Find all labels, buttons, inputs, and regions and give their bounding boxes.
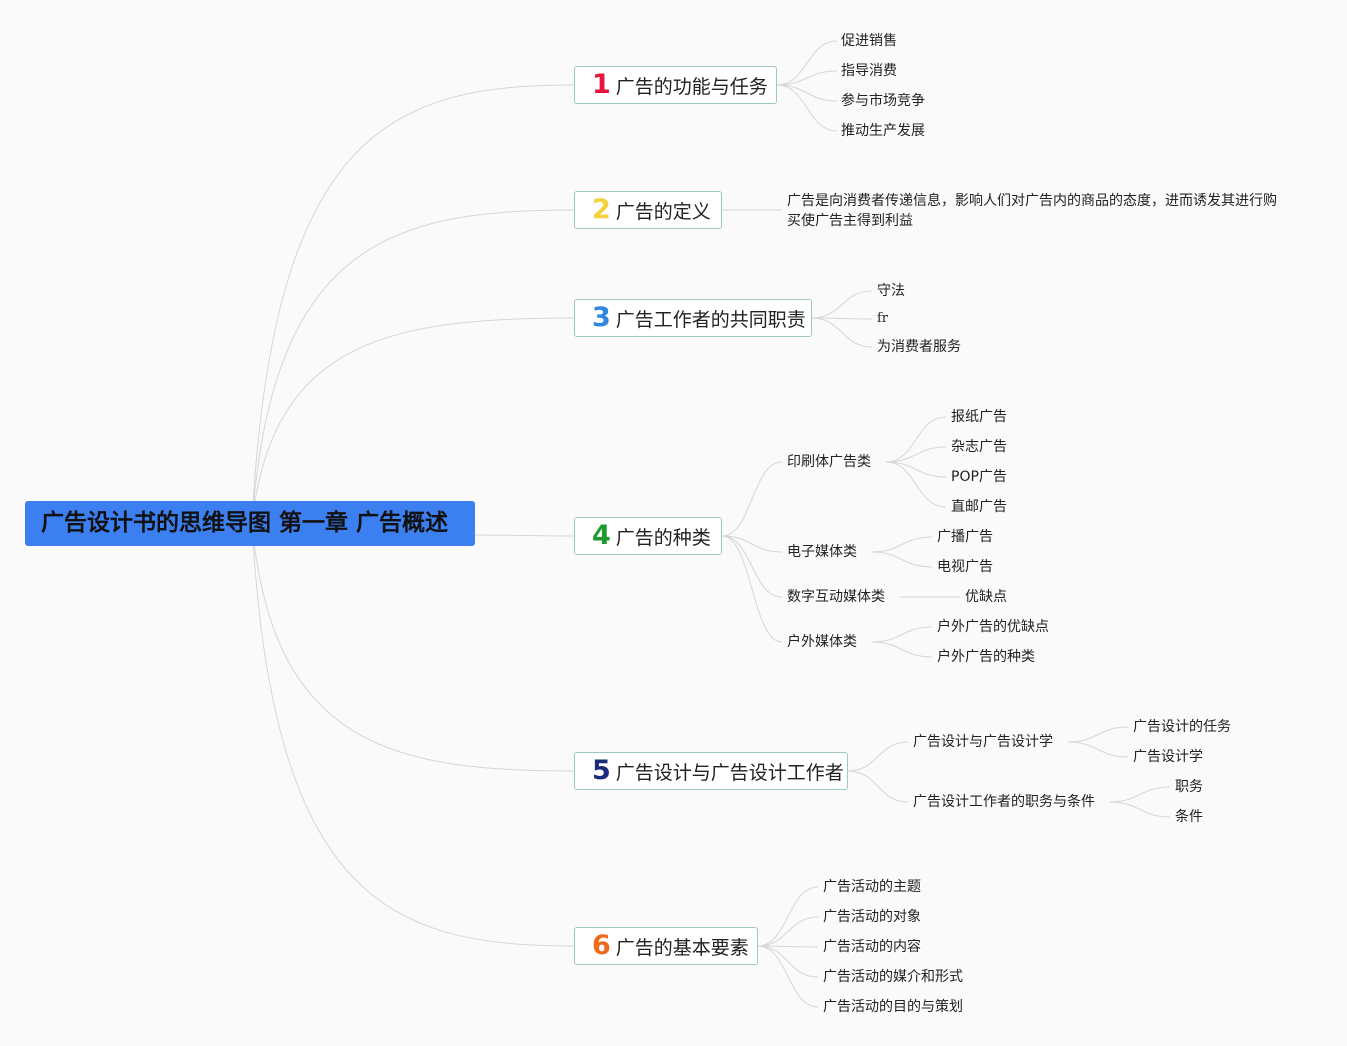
connector-line — [871, 551, 933, 568]
root-connector-line — [251, 522, 575, 772]
connector-line — [776, 70, 838, 86]
connector-line — [776, 84, 838, 102]
leaf-topic[interactable]: 优缺点 — [965, 589, 1007, 605]
leaf-topic[interactable]: 推动生产发展 — [841, 123, 925, 139]
leaf-topic[interactable]: fr — [877, 311, 889, 326]
subtopic[interactable]: 数字互动媒体类 — [787, 589, 885, 605]
leaf-topic[interactable]: 为消费者服务 — [877, 339, 961, 355]
leaf-topic[interactable]: 广告活动的媒介和形式 — [823, 969, 963, 985]
connector-line — [757, 945, 819, 1008]
connector-line — [776, 84, 838, 132]
leaf-topic[interactable]: 广播广告 — [937, 529, 993, 545]
leaf-topic[interactable]: 户外广告的种类 — [937, 649, 1035, 665]
root-connector-line — [251, 522, 575, 947]
connector-line — [757, 945, 819, 978]
root-topic[interactable]: 广告设计书的思维导图 第一章 广告概述 — [25, 501, 475, 546]
subtopic[interactable]: 广告设计工作者的职务与条件 — [913, 794, 1095, 810]
connector-line — [847, 770, 909, 803]
branch-label: 广告的定义 — [615, 200, 711, 223]
connector-line — [885, 461, 947, 508]
connector-line — [721, 535, 783, 598]
branch-number-6: 6 — [592, 930, 611, 961]
connector-line — [757, 916, 819, 947]
branch-label: 广告工作者的共同职责 — [615, 308, 806, 331]
connector-line — [871, 536, 933, 553]
connector-line — [811, 317, 873, 320]
branch-label: 广告的功能与任务 — [615, 75, 768, 98]
leaf-topic[interactable]: 广告活动的主题 — [823, 879, 921, 895]
leaf-topic[interactable]: 职务 — [1175, 779, 1203, 795]
connector-line — [847, 741, 909, 772]
branch-number-1: 1 — [592, 69, 611, 100]
leaf-topic[interactable]: 电视广告 — [937, 559, 993, 575]
subtopic[interactable]: 广告设计与广告设计学 — [913, 734, 1053, 750]
root-connector-line — [251, 209, 575, 524]
branch-number-5: 5 — [592, 755, 611, 786]
connector-line — [757, 945, 819, 948]
root-connector-line — [474, 534, 575, 537]
connector-line — [721, 461, 783, 537]
branch-label: 广告的种类 — [615, 526, 711, 549]
branch-3[interactable]: 3 广告工作者的共同职责 — [574, 299, 812, 337]
leaf-topic[interactable]: 参与市场竞争 — [841, 93, 925, 109]
leaf-topic[interactable]: 广告设计的任务 — [1133, 719, 1231, 735]
connector-line — [885, 446, 947, 463]
branch-2[interactable]: 2 广告的定义 — [574, 191, 722, 229]
root-connector-line — [251, 317, 575, 524]
connector-line — [776, 40, 838, 86]
leaf-topic[interactable]: 促进销售 — [841, 33, 897, 49]
connector-line — [1067, 741, 1129, 758]
branch-4[interactable]: 4 广告的种类 — [574, 517, 722, 555]
leaf-topic[interactable]: 广告活动的内容 — [823, 939, 921, 955]
subtopic[interactable]: 户外媒体类 — [787, 634, 857, 650]
branch-number-2: 2 — [592, 194, 611, 225]
leaf-topic[interactable]: 户外广告的优缺点 — [937, 619, 1049, 635]
root-connector-line — [251, 84, 575, 524]
branch-1[interactable]: 1 广告的功能与任务 — [574, 66, 777, 104]
subtopic[interactable]: 印刷体广告类 — [787, 454, 871, 470]
leaf-topic[interactable]: 广告活动的目的与策划 — [823, 999, 963, 1015]
connector-line — [757, 886, 819, 947]
leaf-topic[interactable]: 广告设计学 — [1133, 749, 1203, 765]
connector-line — [811, 317, 873, 348]
leaf-topic[interactable]: 守法 — [877, 283, 905, 299]
leaf-topic[interactable]: POP广告 — [951, 469, 1007, 485]
leaf-topic[interactable]: 指导消费 — [841, 63, 897, 79]
definition-text[interactable]: 广告是向消费者传递信息，影响人们对广告内的商品的态度，进而诱发其进行购买使广告主… — [787, 193, 1277, 229]
branch-number-4: 4 — [592, 520, 611, 551]
connector-line — [721, 535, 783, 643]
leaf-topic[interactable]: 报纸广告 — [951, 409, 1007, 425]
branch-6[interactable]: 6 广告的基本要素 — [574, 927, 758, 965]
connector-line — [1109, 801, 1171, 818]
connector-line — [871, 626, 933, 643]
leaf-topic[interactable]: 直邮广告 — [951, 499, 1007, 515]
connector-line — [811, 290, 873, 319]
connector-line — [885, 416, 947, 463]
connector-line — [721, 535, 783, 553]
leaf-topic[interactable]: 杂志广告 — [951, 439, 1007, 455]
branch-5[interactable]: 5 广告设计与广告设计工作者 — [574, 752, 848, 790]
connector-line — [1067, 726, 1129, 743]
branch-label: 广告设计与广告设计工作者 — [615, 761, 844, 784]
connector-line — [885, 461, 947, 478]
subtopic[interactable]: 电子媒体类 — [787, 544, 857, 560]
branch-number-3: 3 — [592, 302, 611, 333]
connector-line — [1109, 786, 1171, 803]
leaf-topic[interactable]: 广告活动的对象 — [823, 909, 921, 925]
branch-label: 广告的基本要素 — [615, 936, 749, 959]
leaf-topic[interactable]: 条件 — [1175, 809, 1203, 825]
connector-line — [871, 641, 933, 658]
